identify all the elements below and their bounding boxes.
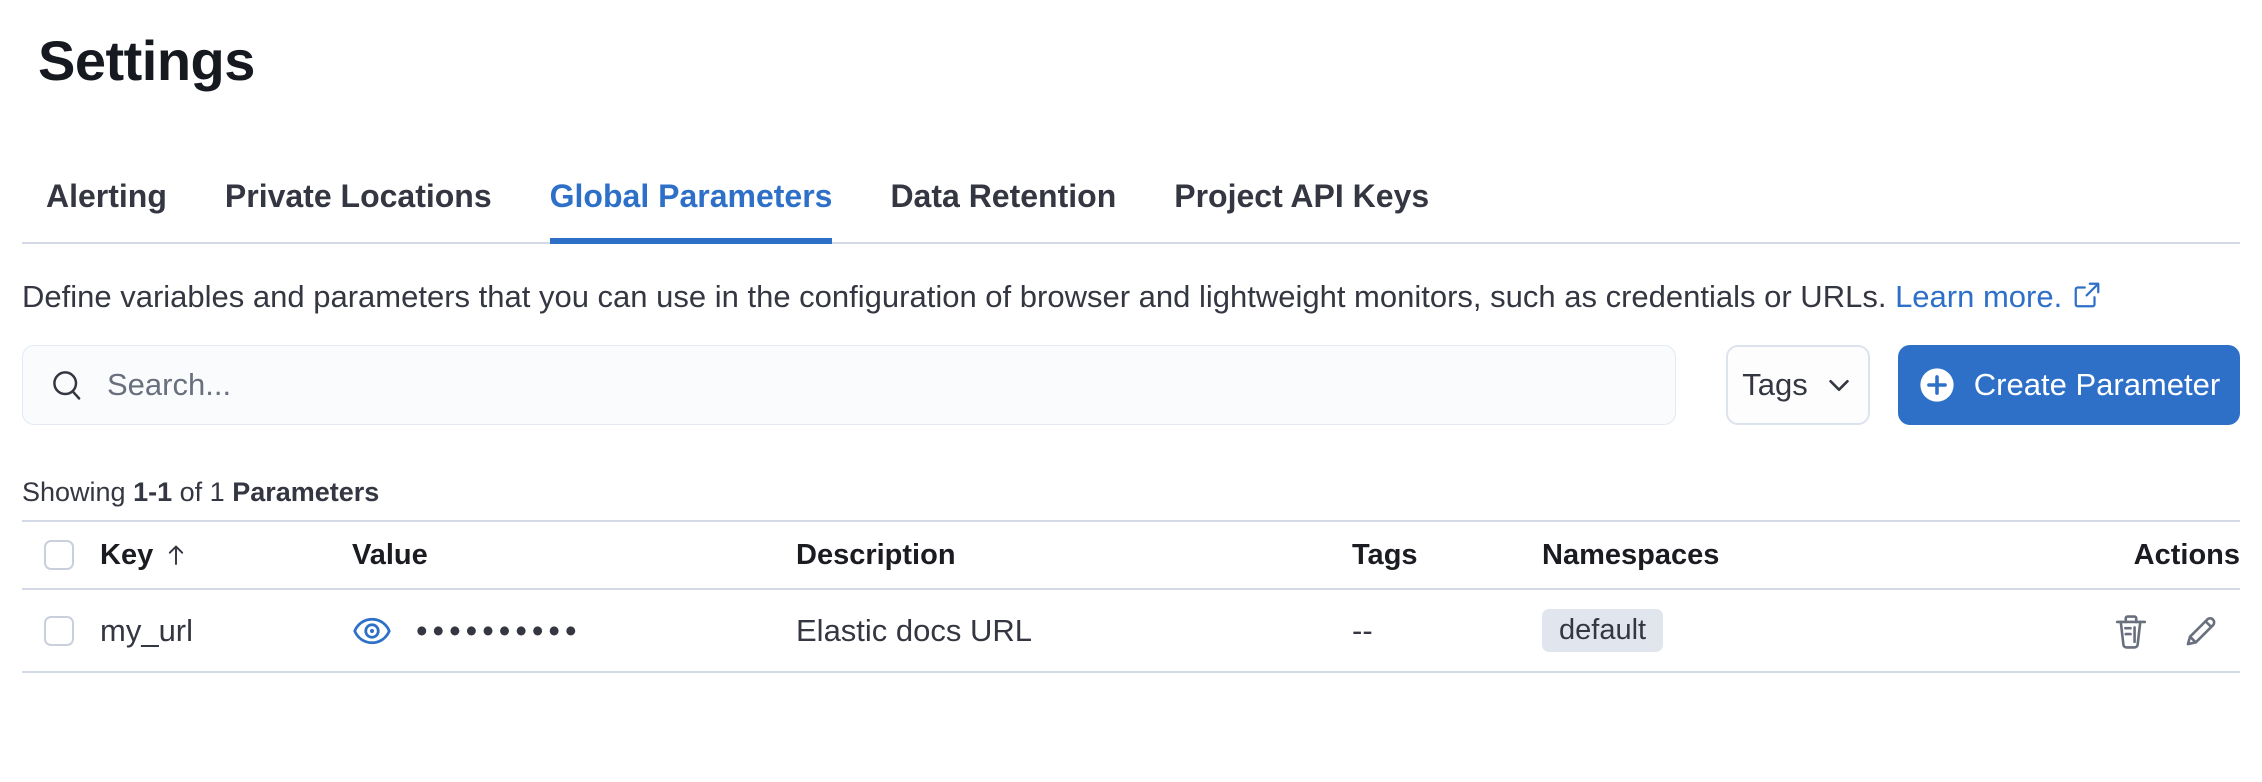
- plus-in-circle-icon: [1918, 366, 1956, 404]
- parameter-value-cell: ••••••••••: [352, 611, 796, 651]
- delete-parameter-button[interactable]: [2112, 612, 2150, 650]
- tab-alerting[interactable]: Alerting: [46, 178, 167, 214]
- column-header-value: Value: [352, 538, 428, 571]
- tab-private-locations[interactable]: Private Locations: [224, 178, 492, 214]
- column-header-tags: Tags: [1352, 538, 1418, 571]
- chevron-down-icon: [1824, 370, 1854, 400]
- row-actions: [2100, 612, 2240, 650]
- key-column-label: Key: [100, 538, 154, 571]
- search-box[interactable]: [22, 345, 1676, 425]
- create-parameter-button[interactable]: Create Parameter: [1898, 345, 2240, 425]
- settings-tabs: Alerting Private Locations Global Parame…: [22, 176, 2240, 244]
- tab-data-retention[interactable]: Data Retention: [890, 178, 1117, 214]
- column-header-namespaces: Namespaces: [1542, 538, 1720, 571]
- showing-range: 1-1: [133, 477, 173, 507]
- tab-global-parameters[interactable]: Global Parameters: [549, 176, 833, 244]
- table-header-row: Key Value Description Tags Namespaces Ac…: [22, 520, 2240, 590]
- tags-button-label: Tags: [1742, 367, 1808, 402]
- settings-page: Settings Alerting Private Locations Glob…: [0, 28, 2262, 782]
- column-header-description: Description: [796, 538, 956, 571]
- results-summary: Showing 1-1 of 1 Parameters: [22, 477, 2240, 508]
- parameters-toolbar: Tags Create Parameter: [22, 345, 2240, 425]
- search-icon: [49, 367, 85, 403]
- create-parameter-label: Create Parameter: [1973, 367, 2221, 402]
- sort-ascending-icon: [163, 542, 189, 568]
- eye-icon: [352, 611, 392, 651]
- tags-filter-button[interactable]: Tags: [1726, 345, 1870, 425]
- page-description: Define variables and parameters that you…: [22, 272, 2240, 321]
- page-title: Settings: [38, 29, 255, 92]
- learn-more-label: Learn more.: [1895, 279, 2063, 314]
- showing-entity: Parameters: [232, 477, 380, 507]
- learn-more-link[interactable]: Learn more.: [1895, 279, 2102, 314]
- parameters-table: Key Value Description Tags Namespaces Ac…: [22, 520, 2240, 673]
- column-header-actions: Actions: [2133, 538, 2240, 571]
- row-select-cell: [22, 615, 100, 646]
- select-all-cell: [22, 540, 100, 570]
- showing-label: Showing: [22, 477, 126, 507]
- parameter-description: Elastic docs URL: [796, 612, 1033, 648]
- column-header-key[interactable]: Key: [100, 539, 352, 572]
- namespace-badge: default: [1542, 609, 1664, 652]
- description-text: Define variables and parameters that you…: [22, 279, 1887, 314]
- reveal-value-button[interactable]: [352, 611, 392, 651]
- masked-value: ••••••••••: [416, 611, 582, 649]
- row-checkbox[interactable]: [44, 615, 74, 646]
- parameter-key: my_url: [100, 612, 194, 648]
- parameter-namespaces: default: [1542, 609, 2100, 652]
- select-all-checkbox[interactable]: [44, 540, 74, 570]
- showing-of: of 1: [179, 477, 225, 507]
- tab-project-api-keys[interactable]: Project API Keys: [1174, 178, 1430, 214]
- pencil-icon: [2182, 612, 2220, 650]
- trash-icon: [2112, 612, 2150, 650]
- edit-parameter-button[interactable]: [2182, 612, 2220, 650]
- parameter-tags: --: [1352, 612, 1373, 648]
- external-link-icon: [2072, 280, 2102, 310]
- table-row: my_url •••••••••• Elastic docs URL -- de…: [22, 590, 2240, 673]
- search-input[interactable]: [107, 367, 1649, 403]
